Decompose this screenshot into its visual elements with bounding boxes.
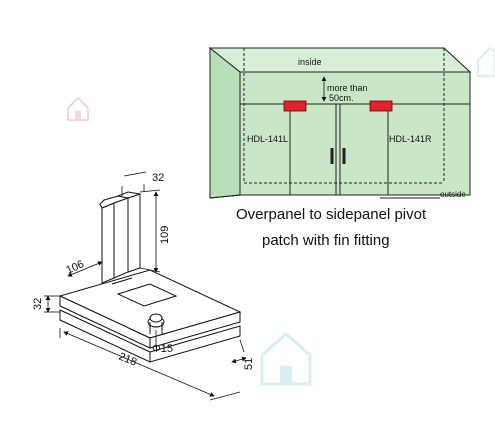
dim-height: 109 (159, 226, 171, 244)
fin-fitting-drawing (58, 191, 242, 363)
dim-end-width: 51 (243, 358, 255, 370)
dim-top-thickness: 32 (152, 172, 164, 184)
label-clearance-line2: 50cm. (329, 93, 354, 103)
label-inside: inside (298, 57, 322, 67)
glass-enclosure (208, 46, 472, 199)
dim-pivot-diameter: Φ15 (152, 343, 173, 355)
fitting-left-marker (283, 100, 307, 112)
caption-line-1: Overpanel to sidepanel pivot (236, 206, 427, 223)
caption-line-2: patch with fin fitting (262, 232, 390, 249)
label-clearance-line1: more than (327, 83, 368, 93)
dim-fin-depth: 106 (64, 258, 86, 276)
house-watermark-icon (260, 332, 312, 386)
fitting-right-marker (369, 100, 393, 112)
dimension-lines (44, 171, 247, 401)
label-right-fitting: HDL-141R (389, 134, 432, 144)
dim-base-thickness: 32 (32, 298, 44, 310)
label-outside: outside (440, 190, 466, 199)
house-watermark-icon (477, 46, 495, 77)
label-left-fitting: HDL-141L (247, 134, 288, 144)
house-watermark-icon (67, 96, 89, 121)
